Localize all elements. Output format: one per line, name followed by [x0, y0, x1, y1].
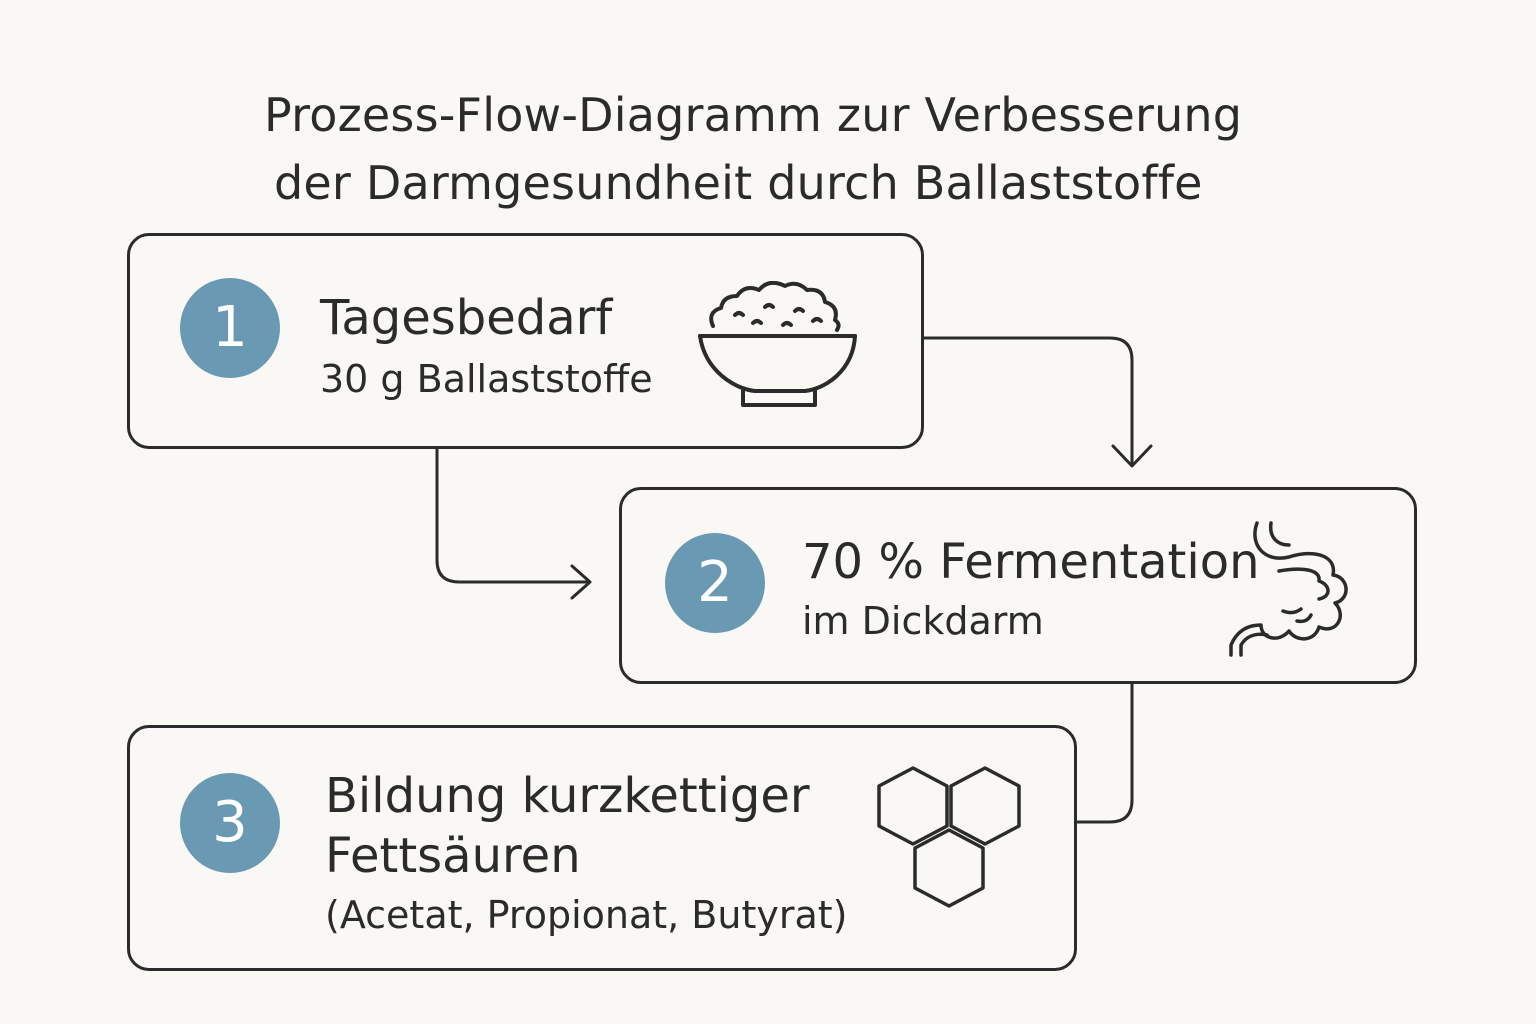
arrowhead-right: [570, 564, 592, 600]
step-1-badge: 1: [180, 278, 280, 378]
step-2-box: 2 70 % Fermentation im Dickdarm: [619, 487, 1417, 684]
title-line-2: der Darmgesundheit durch Ballaststoffe: [274, 155, 1203, 210]
step-2-subtext: im Dickdarm: [802, 599, 1044, 643]
step-1-box: 1 Tagesbedarf 30 g Ballaststoffe: [127, 233, 924, 449]
step-2-badge: 2: [665, 533, 765, 633]
step-3-box: 3 Bildung kurzkettiger Fettsäuren (Aceta…: [127, 725, 1077, 971]
connector-2-3: [1075, 682, 1134, 824]
intestine-icon: [1229, 521, 1348, 657]
arrowhead-down: [1111, 444, 1153, 468]
step-3-heading-line-1: Bildung kurzkettiger: [325, 768, 810, 824]
bowl-icon: [698, 281, 857, 407]
connector-1-right: [922, 336, 1134, 467]
diagram-title: Prozess-Flow-Diagramm zur Verbesserung d…: [200, 81, 1440, 217]
step-1-subtext: 30 g Ballaststoffe: [320, 357, 653, 401]
molecule-hexagon-icon: [877, 766, 1021, 908]
step-3-heading-line-2: Fettsäuren: [325, 828, 581, 884]
title-line-1: Prozess-Flow-Diagramm zur Verbesserung: [264, 87, 1243, 142]
connector-1-left: [435, 447, 590, 584]
step-2-heading: 70 % Fermentation: [802, 534, 1260, 590]
step-1-heading: Tagesbedarf: [320, 290, 613, 346]
step-3-badge: 3: [180, 773, 280, 873]
step-3-subtext: (Acetat, Propionat, Butyrat): [325, 893, 848, 937]
